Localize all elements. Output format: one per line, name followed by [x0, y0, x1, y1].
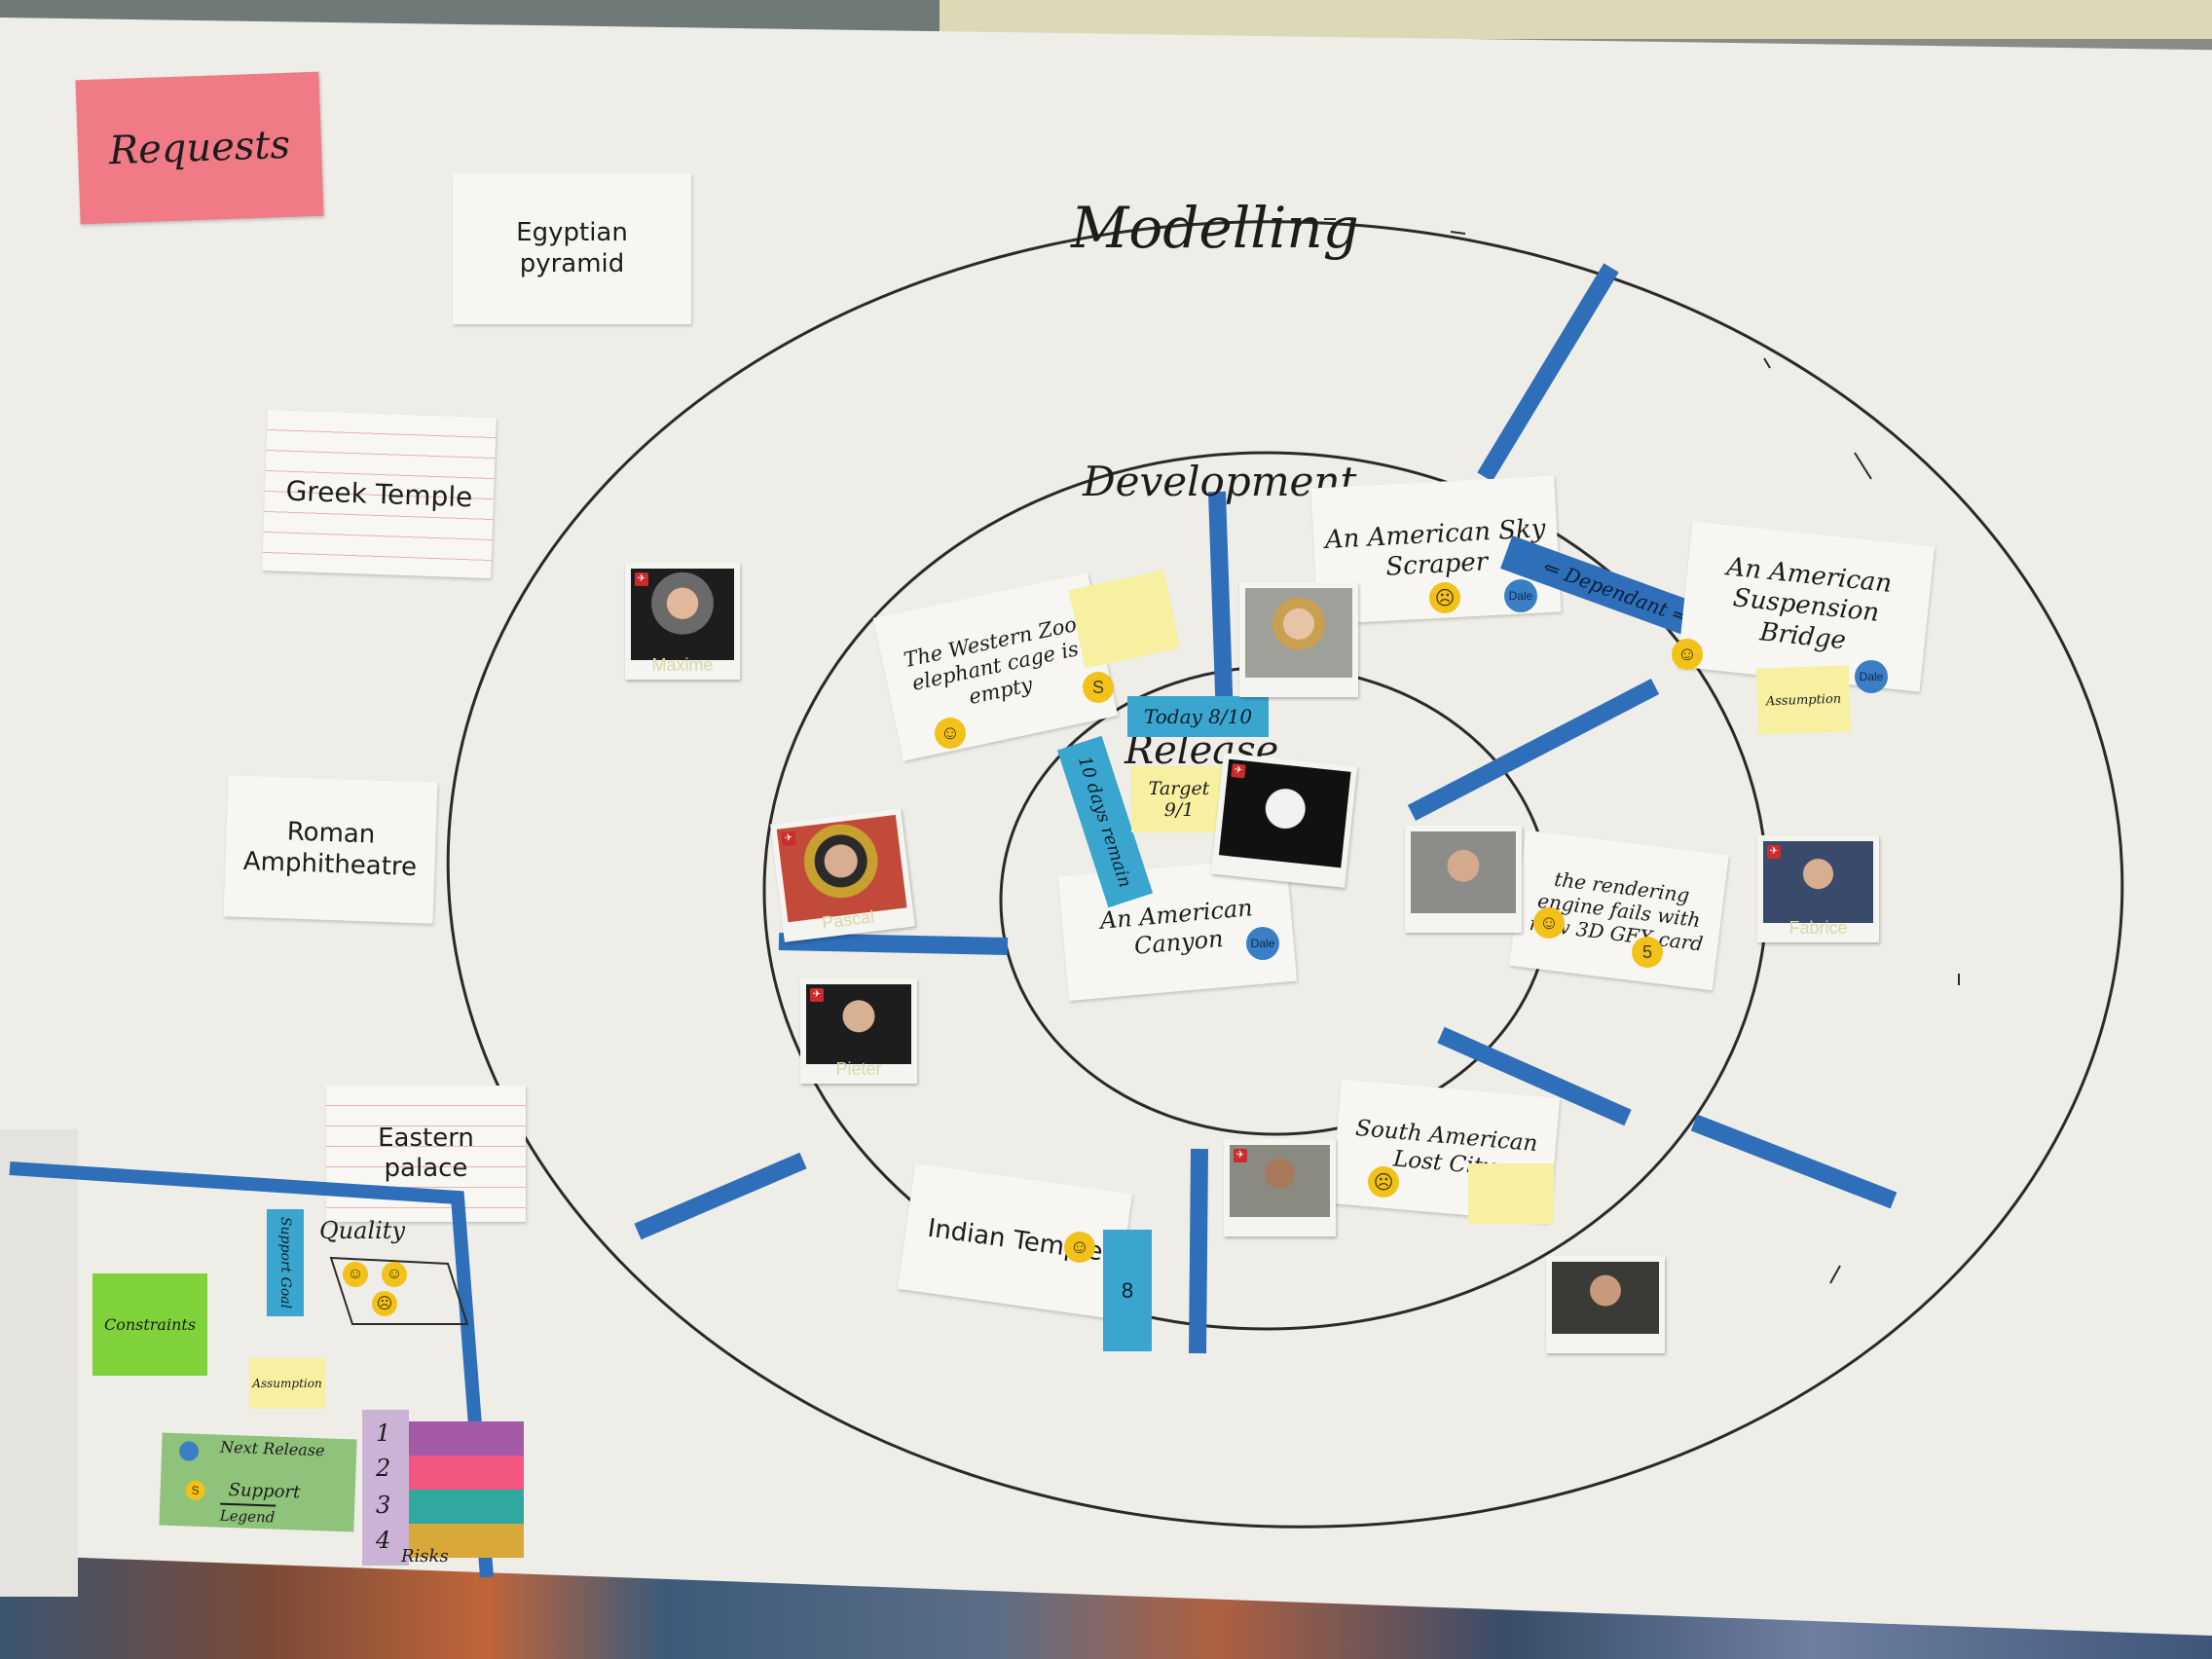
request-card[interactable]: Greek Temple: [262, 409, 497, 579]
person-photo[interactable]: [1239, 582, 1358, 697]
smiley-happy-icon: ☺: [1064, 1232, 1095, 1263]
risk-swatch: [409, 1456, 524, 1490]
ring-label-modelling: Modelling: [1071, 195, 1359, 261]
brand-icon: ✈: [1767, 845, 1781, 859]
request-card[interactable]: Egyptian pyramid: [453, 173, 691, 324]
smiley-happy-icon: ☺: [343, 1262, 368, 1287]
tick-mark: [1829, 1265, 1841, 1284]
tape-strip: [1437, 1026, 1632, 1126]
brand-icon: ✈: [810, 988, 824, 1002]
tape-strip: [1189, 1148, 1208, 1354]
dot-badge: Dale: [1504, 579, 1537, 612]
person-photo-pieter[interactable]: ✈ Pieter: [800, 978, 917, 1084]
quality-label: Quality: [319, 1217, 405, 1244]
tape-strip: [1690, 1114, 1898, 1209]
dot-badge: Dale: [1246, 927, 1279, 960]
tick-mark: [1763, 357, 1771, 369]
count-tag: 8: [1103, 1230, 1152, 1351]
support-goal-tag: Support Goal: [267, 1209, 304, 1316]
target-note: Target 9/1: [1131, 766, 1227, 832]
brand-icon: ✈: [781, 830, 796, 847]
person-photo[interactable]: [1405, 826, 1522, 933]
risk-swatch: [409, 1524, 524, 1558]
smiley-happy-icon: ☺: [382, 1262, 407, 1287]
tick-mark: [1450, 231, 1466, 235]
ring-label-development: Development: [1083, 458, 1357, 505]
risk-swatch: [409, 1490, 524, 1524]
person-photo-pascal[interactable]: ✈ Pascal: [770, 808, 915, 942]
risks-label: Risks: [401, 1546, 449, 1567]
smiley-happy-icon: ☺: [1672, 639, 1703, 670]
side-board: [0, 1129, 78, 1597]
tape-strip: [1208, 491, 1234, 721]
person-photo[interactable]: ✈: [1224, 1139, 1336, 1236]
sticky-note: [1468, 1163, 1554, 1224]
person-photo[interactable]: ✈: [1210, 753, 1358, 888]
assumption-legend-note: Assumption: [249, 1358, 325, 1409]
dot-badge: Dale: [1855, 660, 1888, 693]
assumption-note: Assumption: [1755, 665, 1852, 735]
person-photo[interactable]: [1546, 1256, 1665, 1353]
tick-mark: [1854, 452, 1872, 480]
legend-note: Next Release S Support Legend: [159, 1432, 357, 1532]
smiley-sad-icon: ☹: [1368, 1166, 1399, 1198]
person-photo-maxime[interactable]: ✈ Maxime: [625, 563, 740, 680]
support-badge: S: [185, 1480, 206, 1501]
support-badge: 5: [1632, 937, 1663, 968]
request-card[interactable]: Roman Amphitheatre: [223, 775, 438, 924]
smiley-sad-icon: ☹: [372, 1291, 397, 1316]
risk-swatch: [409, 1421, 524, 1456]
smiley-happy-icon: ☺: [1533, 907, 1565, 939]
tape-strip: [1477, 263, 1619, 482]
tape-strip: [1407, 679, 1660, 821]
support-badge: S: [1083, 672, 1114, 703]
brand-icon: ✈: [1234, 1149, 1247, 1162]
brand-icon: ✈: [1231, 763, 1246, 779]
smiley-happy-icon: ☺: [935, 718, 966, 749]
risk-scale: 1 2 3 4: [362, 1410, 409, 1566]
wall-background-right: [940, 0, 2212, 39]
tape-strip: [634, 1152, 807, 1240]
outer-ring: [446, 220, 2124, 1529]
person-photo-fabrice[interactable]: ✈ Fabrice: [1757, 835, 1879, 942]
tape-strip: [778, 933, 1009, 955]
today-marker: Today 8/10: [1127, 696, 1269, 737]
smiley-sad-icon: ☹: [1429, 582, 1460, 613]
dot-badge: [178, 1441, 200, 1461]
requests-header: Requests: [75, 71, 324, 225]
constraints-note: Constraints: [92, 1273, 207, 1376]
brand-icon: ✈: [635, 572, 648, 586]
